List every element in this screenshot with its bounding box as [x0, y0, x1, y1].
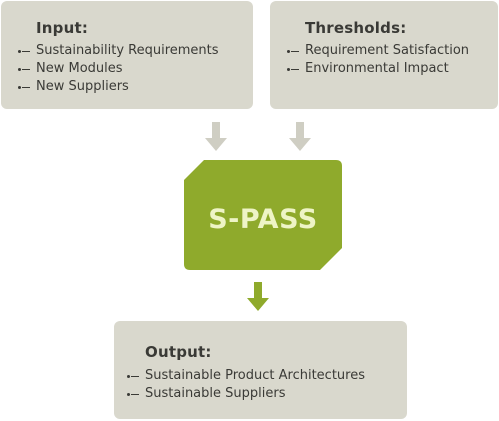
output-arrow-icon	[247, 282, 269, 311]
input-list: Sustainability Requirements New Modules …	[18, 42, 219, 96]
bullet-icon	[18, 68, 32, 71]
bullet-icon	[287, 68, 301, 71]
input-item: New Modules	[18, 60, 219, 78]
output-box: Output: Sustainable Product Architecture…	[114, 321, 407, 419]
s-pass-process-shape	[184, 160, 342, 270]
bullet-icon	[127, 393, 141, 396]
s-pass-label: S-PASS	[208, 204, 318, 235]
output-title: Output:	[145, 343, 212, 361]
bullet-icon	[287, 50, 301, 53]
output-item: Sustainable Product Architectures	[127, 367, 365, 385]
bullet-icon	[18, 86, 32, 89]
output-item-label: Sustainable Suppliers	[145, 386, 286, 401]
thresholds-arrow-icon	[289, 122, 311, 151]
thresholds-list: Requirement Satisfaction Environmental I…	[287, 42, 469, 78]
output-item-label: Sustainable Product Architectures	[145, 368, 365, 383]
input-item: New Suppliers	[18, 78, 219, 96]
input-box: Input: Sustainability Requirements New M…	[1, 1, 253, 109]
thresholds-box: Thresholds: Requirement Satisfaction Env…	[270, 1, 498, 109]
thresholds-item: Environmental Impact	[287, 60, 469, 78]
input-item-label: New Suppliers	[36, 79, 129, 94]
output-item: Sustainable Suppliers	[127, 385, 365, 403]
thresholds-title: Thresholds:	[305, 19, 407, 37]
thresholds-item-label: Environmental Impact	[305, 61, 449, 76]
input-item-label: New Modules	[36, 61, 123, 76]
output-list: Sustainable Product Architectures Sustai…	[127, 367, 365, 403]
input-title: Input:	[36, 19, 89, 37]
input-item-label: Sustainability Requirements	[36, 43, 219, 58]
thresholds-item-label: Requirement Satisfaction	[305, 43, 470, 58]
thresholds-item: Requirement Satisfaction	[287, 42, 469, 60]
input-arrow-icon	[205, 122, 227, 151]
bullet-icon	[127, 375, 141, 378]
bullet-icon	[18, 50, 32, 53]
input-item: Sustainability Requirements	[18, 42, 219, 60]
